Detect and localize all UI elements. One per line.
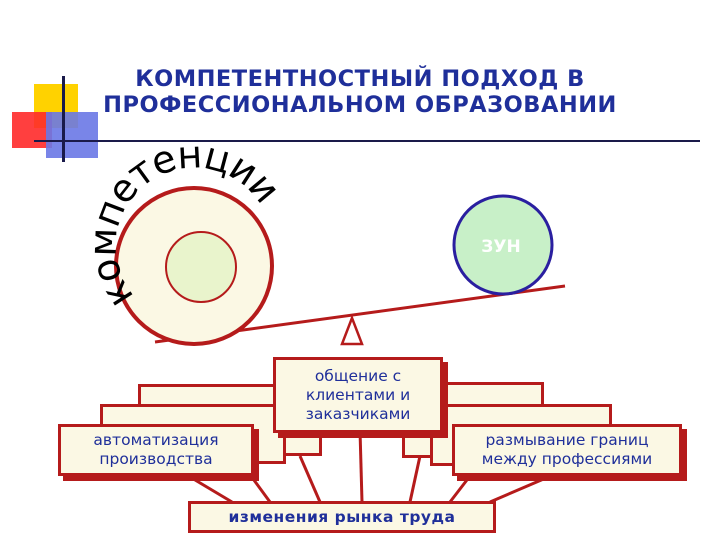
factor-automation-text: автоматизация производства bbox=[93, 431, 219, 468]
slide-title: КОМПЕТЕНТНОСТНЫЙ ПОДХОД В ПРОФЕССИОНАЛЬН… bbox=[40, 66, 680, 118]
factor-box-automation: автоматизация производства bbox=[58, 424, 254, 476]
factor-box-boundaries: размывание границ между профессиями bbox=[452, 424, 682, 476]
decor-vertical-line bbox=[62, 76, 65, 162]
labor-market-changes-box: изменения рынка труда bbox=[188, 501, 496, 533]
labor-market-changes-text: изменения рынка труда bbox=[228, 508, 456, 526]
slide-title-line1: КОМПЕТЕНТНОСТНЫЙ ПОДХОД В bbox=[135, 66, 585, 92]
decor-red-square bbox=[12, 112, 52, 148]
decor-blue-square bbox=[46, 112, 98, 158]
factor-boundaries-text: размывание границ между профессиями bbox=[481, 431, 653, 468]
fulcrum-triangle bbox=[340, 314, 364, 346]
factor-communication-text: общение с клиентами и заказчиками bbox=[305, 366, 411, 423]
zun-label: ЗУН bbox=[481, 237, 520, 257]
title-underline bbox=[34, 140, 700, 142]
slide-title-line2: ПРОФЕССИОНАЛЬНОМ ОБРАЗОВАНИИ bbox=[103, 92, 617, 118]
competences-inner-circle bbox=[165, 231, 237, 303]
factor-box-communication: общение с клиентами и заказчиками bbox=[273, 357, 443, 433]
zun-circle bbox=[452, 194, 554, 296]
